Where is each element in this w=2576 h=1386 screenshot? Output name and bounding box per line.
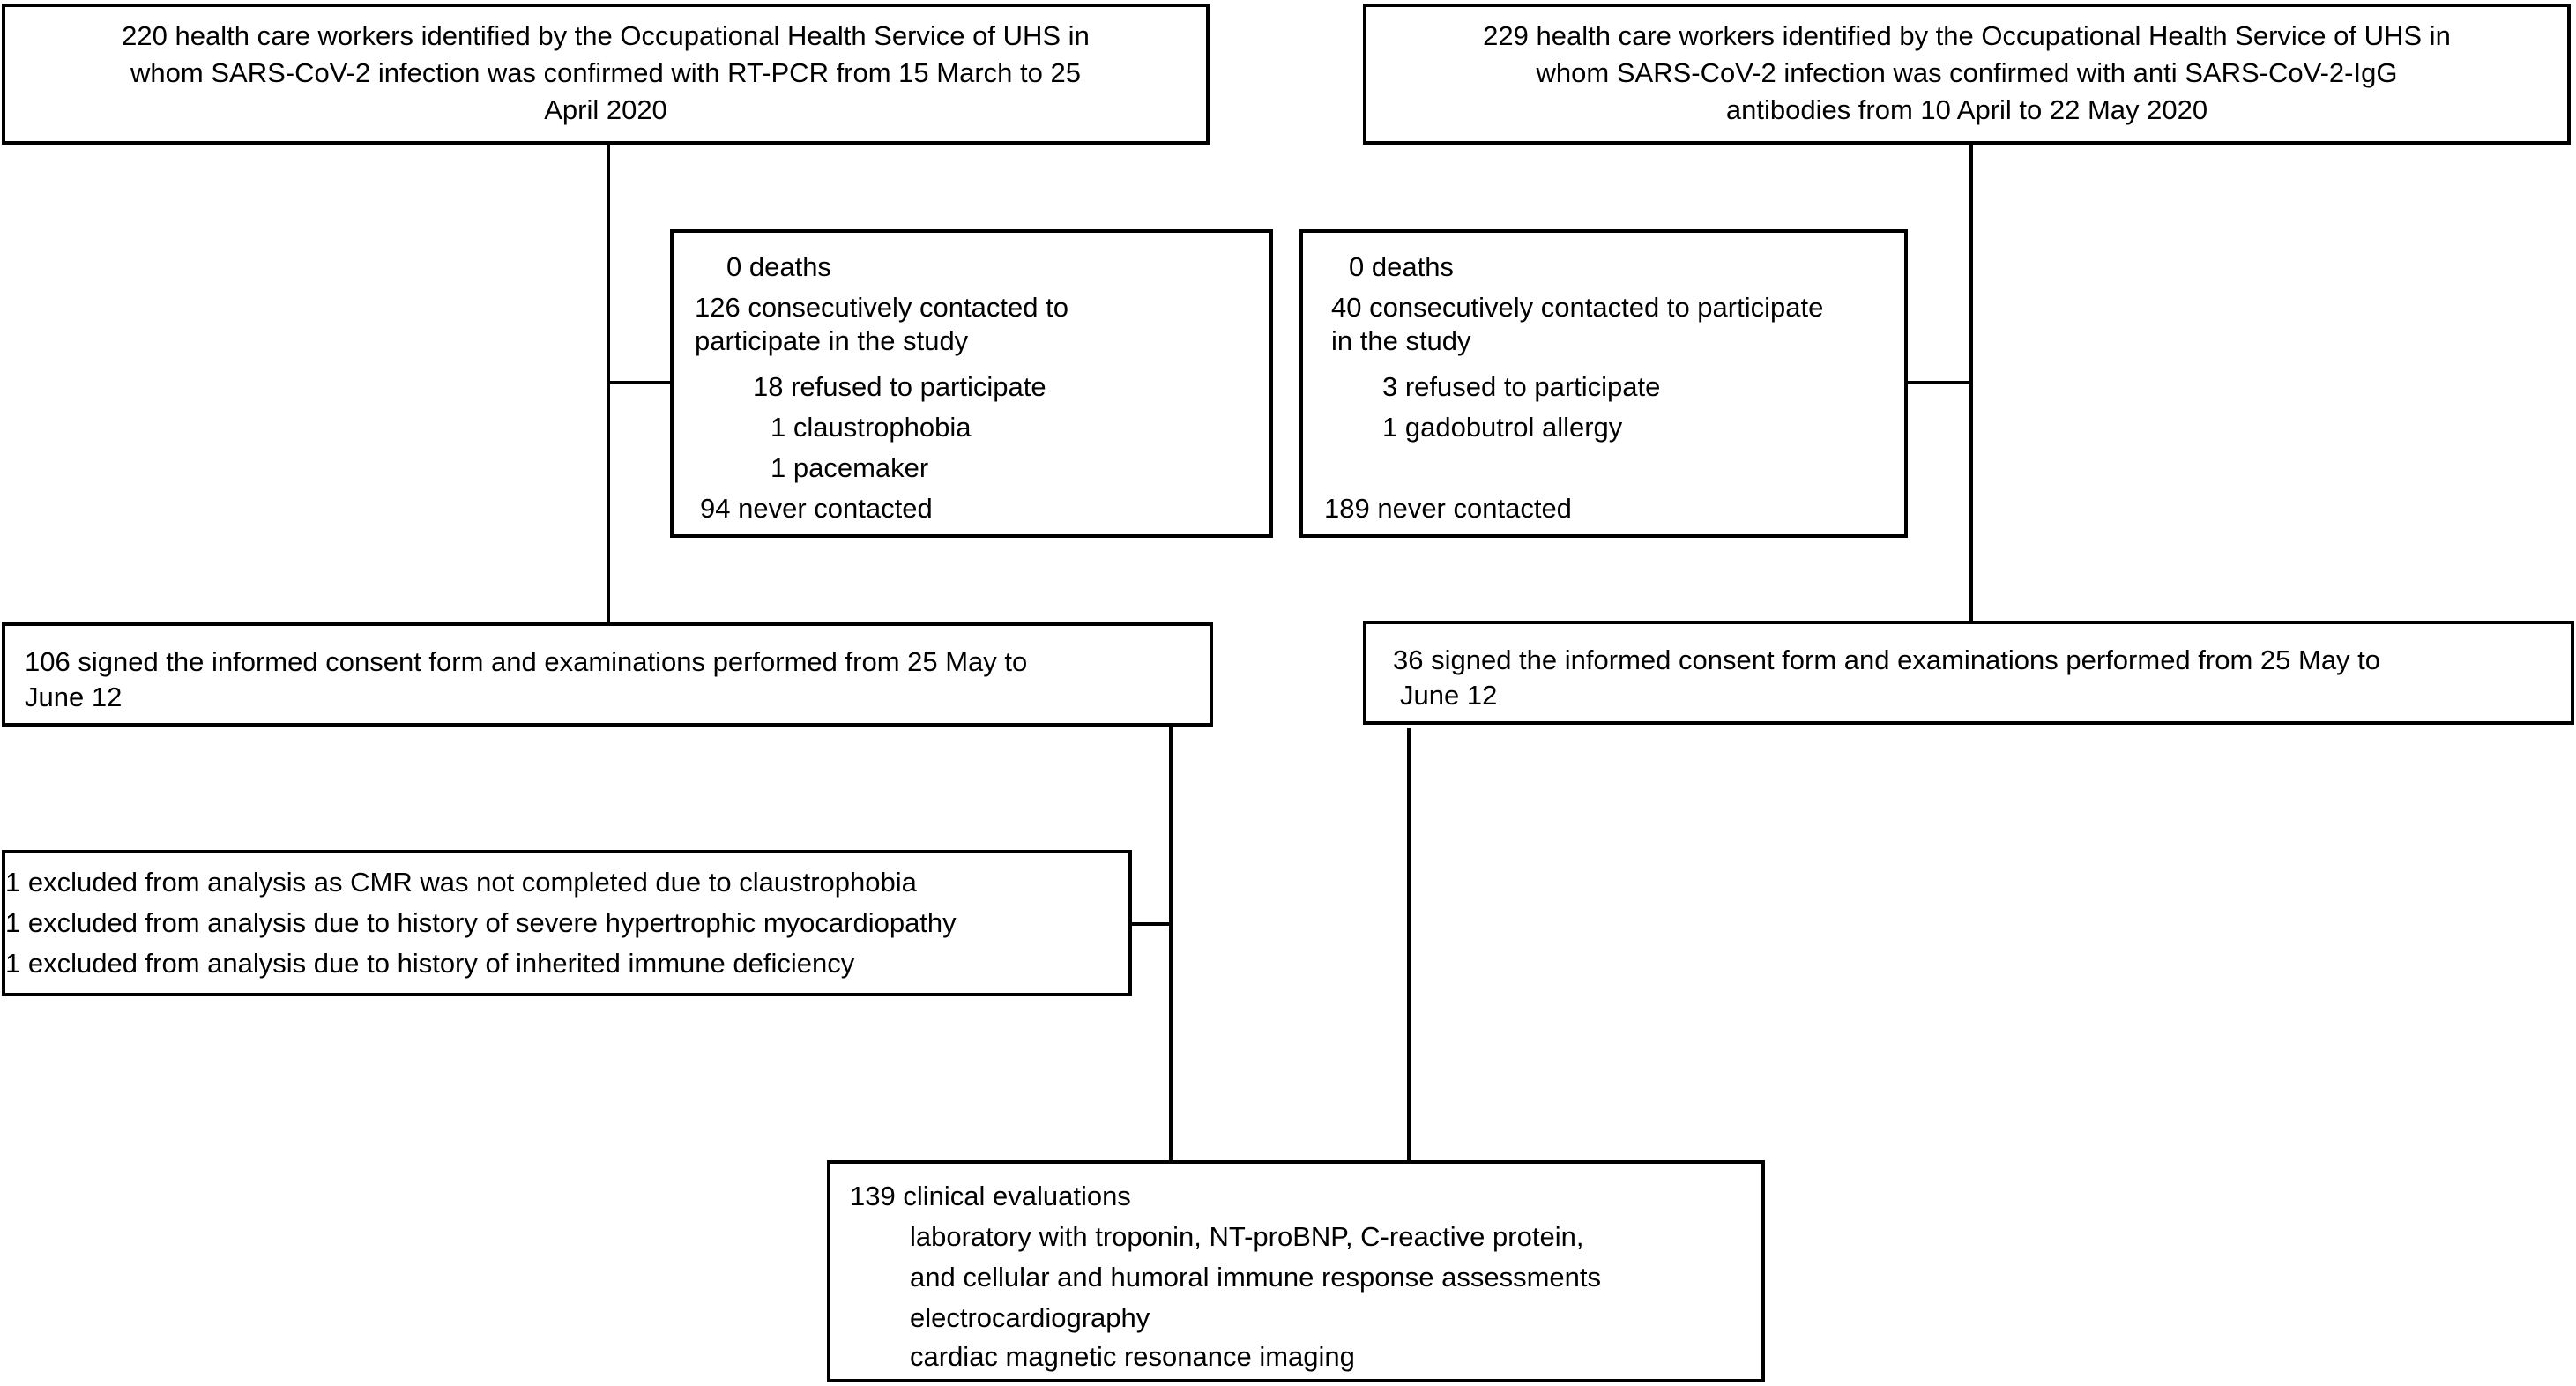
box-igg-identified: 229 health care workers identified by th… <box>1363 4 2571 145</box>
connector-right-bottom <box>1407 728 1411 1164</box>
contacted-text: in the study <box>1331 325 1471 356</box>
final-item: and cellular and humoral immune response… <box>910 1262 1602 1293</box>
excluded-item: 1 excluded from analysis due to history … <box>5 907 957 938</box>
box-text: antibodies from 10 April to 22 May 2020 <box>1725 94 2208 125</box>
box-contacted-left: 0 deaths 126 consecutively contacted to … <box>670 229 1273 538</box>
consent-text: June 12 <box>25 682 123 712</box>
connector-excluded <box>1128 922 1173 926</box>
box-text: whom SARS-CoV-2 infection was confirmed … <box>1536 57 2398 88</box>
consent-text: 106 signed the informed consent form and… <box>25 646 1028 677</box>
box-consent-right: 36 signed the informed consent form and … <box>1363 621 2574 725</box>
connector-left-side <box>607 381 674 384</box>
excluded-item: 1 excluded from analysis as CMR was not … <box>5 867 917 898</box>
box-text: April 2020 <box>544 94 667 125</box>
contacted-text: participate in the study <box>695 325 969 356</box>
never-contacted-text: 94 never contacted <box>700 493 933 524</box>
box-text: 220 health care workers identified by th… <box>122 20 1090 51</box>
box-text: 229 health care workers identified by th… <box>1483 20 2451 51</box>
consent-text: June 12 <box>1400 680 1498 711</box>
consent-text: 36 signed the informed consent form and … <box>1393 645 2381 675</box>
box-text: whom SARS-CoV-2 infection was confirmed … <box>130 57 1081 88</box>
final-item: cardiac magnetic resonance imaging <box>910 1341 1355 1372</box>
box-clinical-evaluations: 139 clinical evaluations laboratory with… <box>827 1160 1765 1382</box>
connector-left-bottom <box>1169 723 1173 1164</box>
excluded-item: 1 excluded from analysis due to history … <box>5 948 855 979</box>
box-contacted-right: 0 deaths 40 consecutively contacted to p… <box>1299 229 1908 538</box>
box-rt-pcr-identified: 220 health care workers identified by th… <box>2 4 1210 145</box>
never-contacted-text: 189 never contacted <box>1324 493 1572 524</box>
contacted-text: 126 consecutively contacted to <box>695 292 1068 323</box>
reason-text: 1 pacemaker <box>771 452 929 483</box>
deaths-text: 0 deaths <box>726 251 831 282</box>
connector-right-side <box>1904 381 1973 384</box>
final-item: electrocardiography <box>910 1302 1150 1333</box>
reason-text: 1 claustrophobia <box>771 412 972 443</box>
contacted-text: 40 consecutively contacted to participat… <box>1331 292 1824 323</box>
box-excluded: 1 excluded from analysis as CMR was not … <box>2 850 1132 996</box>
box-consent-left: 106 signed the informed consent form and… <box>2 622 1213 727</box>
deaths-text: 0 deaths <box>1349 251 1454 282</box>
refused-text: 3 refused to participate <box>1382 371 1661 402</box>
refused-text: 18 refused to participate <box>753 371 1046 402</box>
final-title: 139 clinical evaluations <box>850 1181 1131 1211</box>
reason-text: 1 gadobutrol allergy <box>1382 412 1623 443</box>
final-item: laboratory with troponin, NT-proBNP, C-r… <box>910 1221 1584 1252</box>
